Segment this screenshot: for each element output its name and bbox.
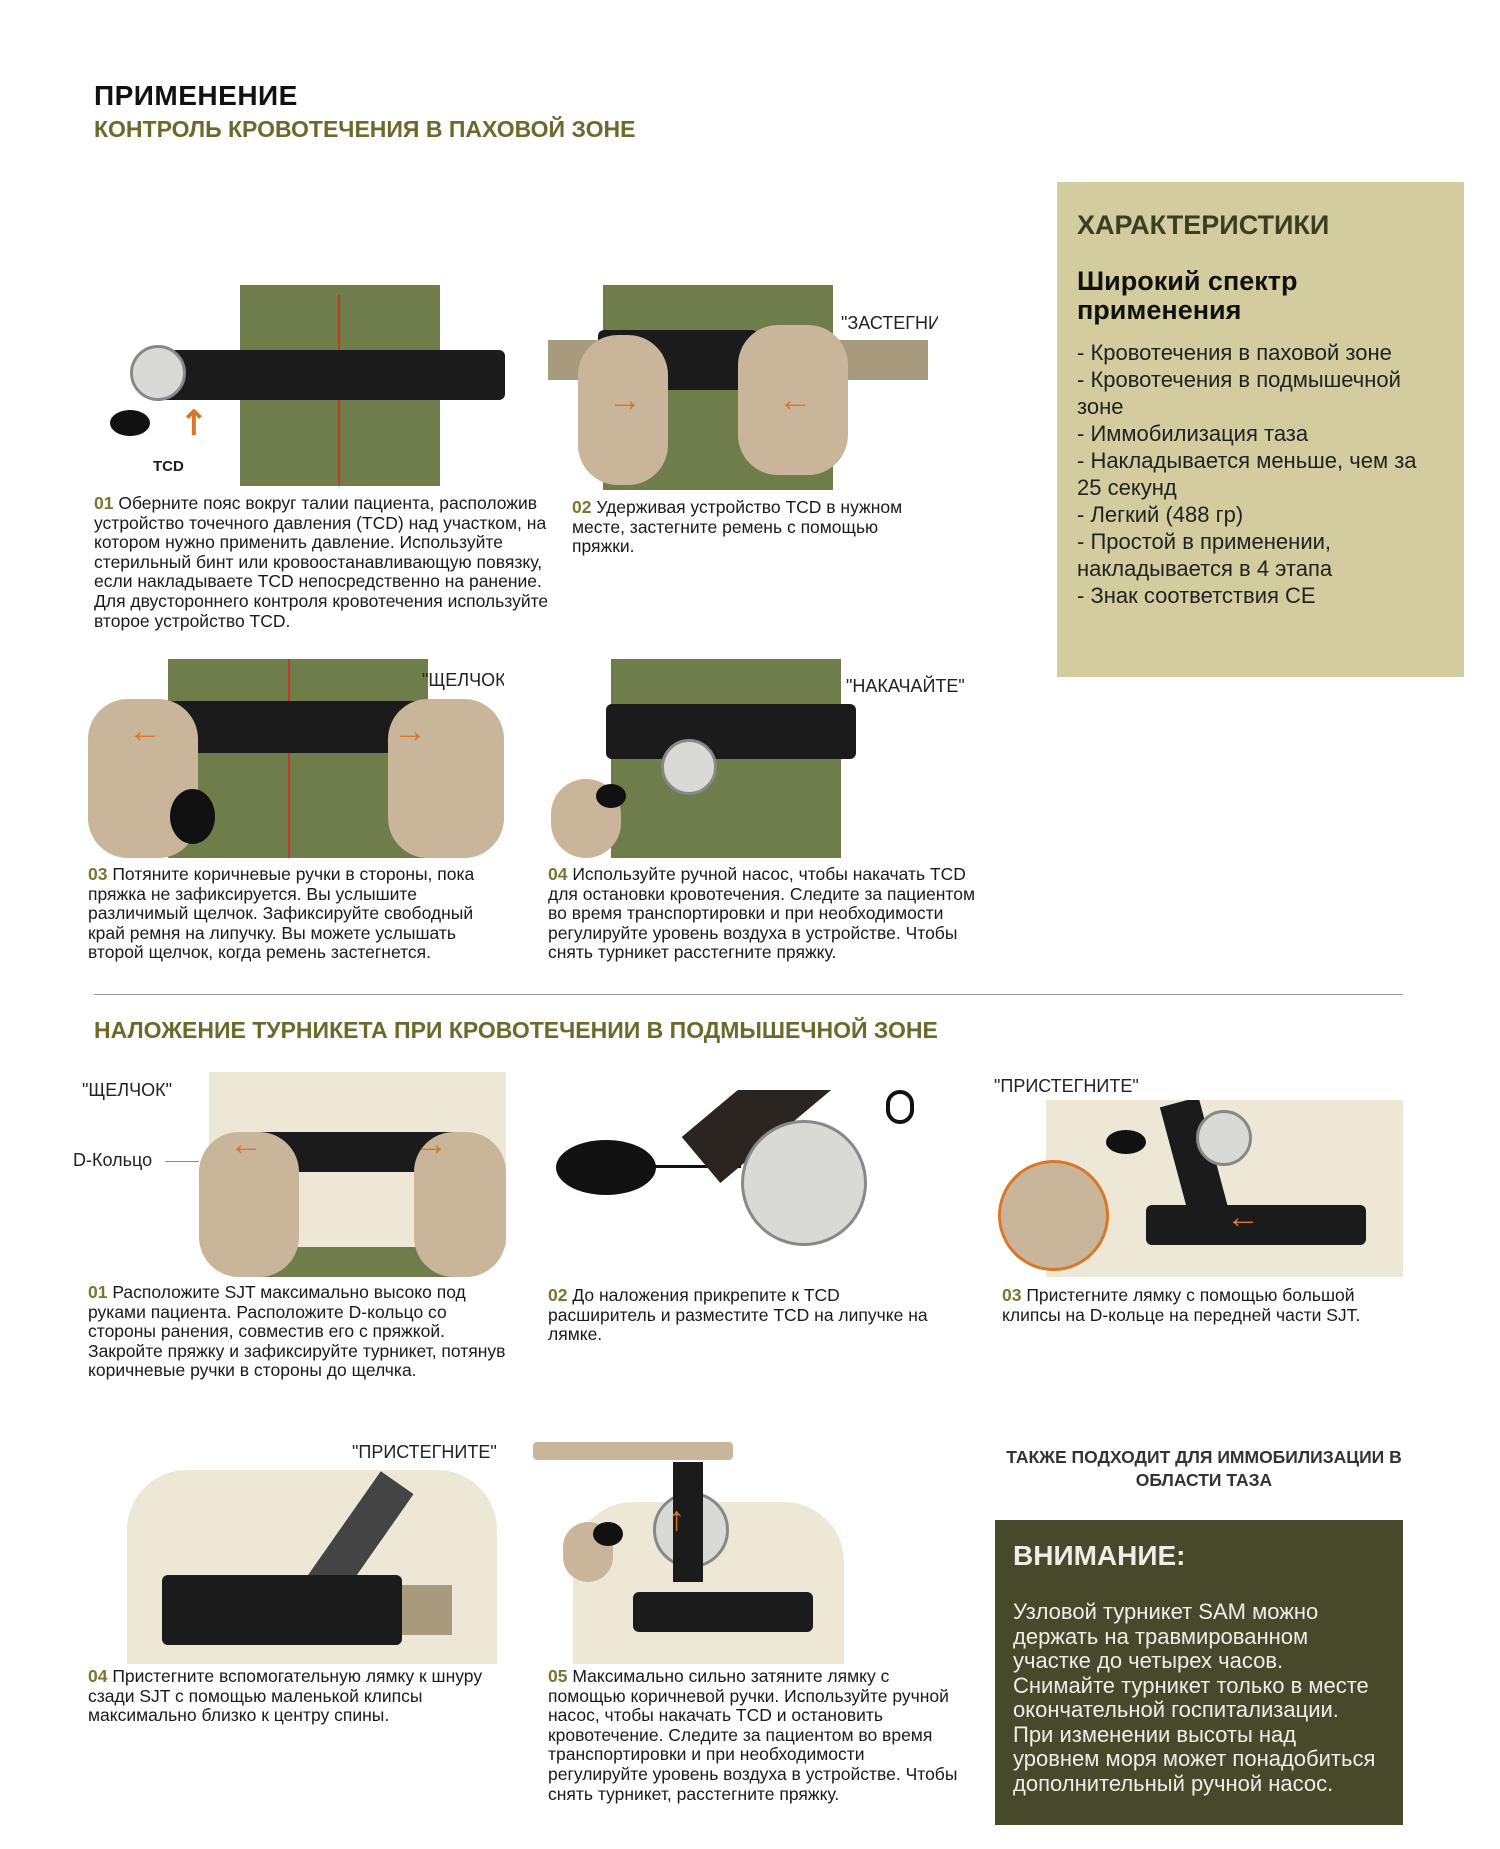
arrow-icon: ↖ bbox=[170, 398, 218, 446]
axilla-step5-text: 05 Максимально сильно затяните лямку с п… bbox=[548, 1666, 958, 1804]
step-description: Используйте ручной насос, чтобы накачать… bbox=[548, 864, 976, 963]
callout-click: "ЩЕЛЧОК" bbox=[82, 1080, 172, 1100]
arrow-left-icon: ← bbox=[229, 1125, 263, 1163]
callout-attach: "ПРИСТЕГНИТЕ" bbox=[352, 1442, 497, 1462]
groin-step1-text: 01 Оберните пояс вокруг талии пациента, … bbox=[94, 493, 574, 631]
warning-box: ВНИМАНИЕ: Узловой турникет SAM можно дер… bbox=[995, 1520, 1403, 1825]
axilla-step2-text: 02 До наложения прикрепите к TCD расшири… bbox=[548, 1285, 928, 1345]
groin-step1-illustration: ↖ TCD bbox=[100, 285, 557, 486]
feature-item: - Накладывается меньше, чем за 25 секунд bbox=[1077, 448, 1417, 500]
step-description: Оберните пояс вокруг талии пациента, рас… bbox=[94, 493, 549, 631]
hand-pump-icon bbox=[596, 784, 626, 808]
hand-pump-icon bbox=[556, 1140, 656, 1195]
step-number: 01 bbox=[88, 1282, 108, 1302]
hand-pump-icon bbox=[110, 410, 150, 436]
groin-step4-illustration: "НАКАЧАЙТЕ" bbox=[541, 659, 981, 858]
axilla-step5-illustration: ↑ bbox=[533, 1442, 844, 1664]
axilla-step2-illustration bbox=[551, 1090, 949, 1277]
step-number: 03 bbox=[88, 864, 108, 884]
feature-item: - Кровотечения в паховой зоне bbox=[1077, 340, 1392, 365]
tcd-disc-icon bbox=[1196, 1110, 1252, 1166]
step-number: 05 bbox=[548, 1666, 568, 1686]
tcd-disc-icon bbox=[661, 739, 717, 795]
hand-pump-icon bbox=[1106, 1130, 1146, 1154]
callout-click: "ЩЕЛЧОК" bbox=[422, 670, 504, 690]
feature-item: - Кровотечения в подмышечной зоне bbox=[1077, 367, 1401, 419]
groin-step4-text: 04 Используйте ручной насос, чтобы накач… bbox=[548, 864, 998, 963]
warning-title: ВНИМАНИЕ: bbox=[1013, 1540, 1186, 1571]
step-number: 01 bbox=[94, 493, 114, 513]
arrow-up-icon: ↑ bbox=[668, 1500, 685, 1538]
section-title-axilla: НАЛОЖЕНИЕ ТУРНИКЕТА ПРИ КРОВОТЕЧЕНИИ В П… bbox=[94, 1017, 938, 1043]
callout-fasten: "ЗАСТЕГНИТЕ" bbox=[841, 313, 938, 333]
hand-pump-icon bbox=[593, 1522, 623, 1546]
tcd-disc-icon bbox=[741, 1120, 867, 1246]
callout-pump: "НАКАЧАЙТЕ" bbox=[846, 676, 965, 696]
feature-item: - Легкий (488 гр) bbox=[1077, 502, 1244, 527]
groin-step3-illustration: ← → "ЩЕЛЧОК" bbox=[88, 659, 504, 858]
feature-item: - Простой в применении, накладывается в … bbox=[1077, 529, 1333, 581]
clip-icon bbox=[886, 1090, 914, 1124]
axilla-step4-illustration bbox=[117, 1470, 504, 1664]
groin-step3-text: 03 Потяните коричневые ручки в стороны, … bbox=[88, 864, 508, 963]
arrow-right-icon: → bbox=[608, 381, 642, 419]
also-fits-note: ТАКЖЕ ПОДХОДИТ ДЛЯ ИММОБИЛИЗАЦИИ В ОБЛАС… bbox=[1006, 1447, 1402, 1490]
step-number: 02 bbox=[548, 1285, 568, 1305]
arrow-left-icon: ← bbox=[128, 712, 162, 750]
features-panel: ХАРАКТЕРИСТИКИ Широкий спектр применения… bbox=[1057, 182, 1464, 677]
step-description: Максимально сильно затяните лямку с помо… bbox=[548, 1666, 958, 1804]
axilla-step3-text: 03 Пристегните лямку с помощью большой к… bbox=[1002, 1285, 1402, 1325]
callout-attach: "ПРИСТЕГНИТЕ" bbox=[994, 1076, 1139, 1096]
feature-item: - Знак соответствия CE bbox=[1077, 583, 1316, 608]
tcd-label: TCD bbox=[153, 458, 184, 475]
step-number: 04 bbox=[88, 1666, 108, 1686]
arrow-right-icon: → bbox=[393, 712, 427, 750]
d-ring-label: D-Кольцо bbox=[73, 1150, 153, 1170]
section-divider bbox=[94, 994, 1403, 995]
step-description: Потяните коричневые ручки в стороны, пок… bbox=[88, 864, 475, 963]
page-subtitle: КОНТРОЛЬ КРОВОТЕЧЕНИЯ В ПАХОВОЙ ЗОНЕ bbox=[94, 116, 636, 142]
warning-text: Узловой турникет SAM можно держать на тр… bbox=[1013, 1599, 1376, 1796]
step-description: Удерживая устройство TCD в нужном месте,… bbox=[572, 497, 903, 557]
step-description: Пристегните лямку с помощью большой клип… bbox=[1002, 1285, 1361, 1325]
step-description: Пристегните вспомогательную лямку к шнур… bbox=[88, 1666, 483, 1726]
arrow-right-icon: → bbox=[414, 1125, 448, 1163]
groin-step2-illustration: → ← "ЗАСТЕГНИТЕ" bbox=[548, 285, 938, 490]
d-ring-closeup bbox=[998, 1160, 1109, 1271]
step-number: 04 bbox=[548, 864, 568, 884]
groin-step2-text: 02 Удерживая устройство TCD в нужном мес… bbox=[572, 497, 932, 557]
arrow-left-icon: ← bbox=[778, 381, 812, 419]
feature-item: - Иммобилизация таза bbox=[1077, 421, 1309, 446]
tcd-disc-icon bbox=[130, 345, 186, 401]
features-subtitle: Широкий спектр применения bbox=[1077, 266, 1298, 325]
axilla-step1-illustration: ← → bbox=[199, 1072, 506, 1277]
page-title: ПРИМЕНЕНИЕ bbox=[94, 80, 298, 111]
axilla-step1-text: 01 Расположите SJT максимально высоко по… bbox=[88, 1282, 518, 1381]
step-number: 03 bbox=[1002, 1285, 1022, 1305]
step-number: 02 bbox=[572, 497, 592, 517]
features-title: ХАРАКТЕРИСТИКИ bbox=[1077, 210, 1330, 240]
d-ring-pointer bbox=[165, 1161, 225, 1162]
arrow-left-icon: ← bbox=[1226, 1198, 1260, 1236]
step-description: Расположите SJT максимально высоко под р… bbox=[88, 1282, 506, 1381]
axilla-step4-text: 04 Пристегните вспомогательную лямку к ш… bbox=[88, 1666, 508, 1726]
hand-pump-icon bbox=[170, 789, 215, 844]
step-description: До наложения прикрепите к TCD расширител… bbox=[548, 1285, 928, 1345]
axilla-step3-illustration: ← bbox=[996, 1100, 1403, 1277]
